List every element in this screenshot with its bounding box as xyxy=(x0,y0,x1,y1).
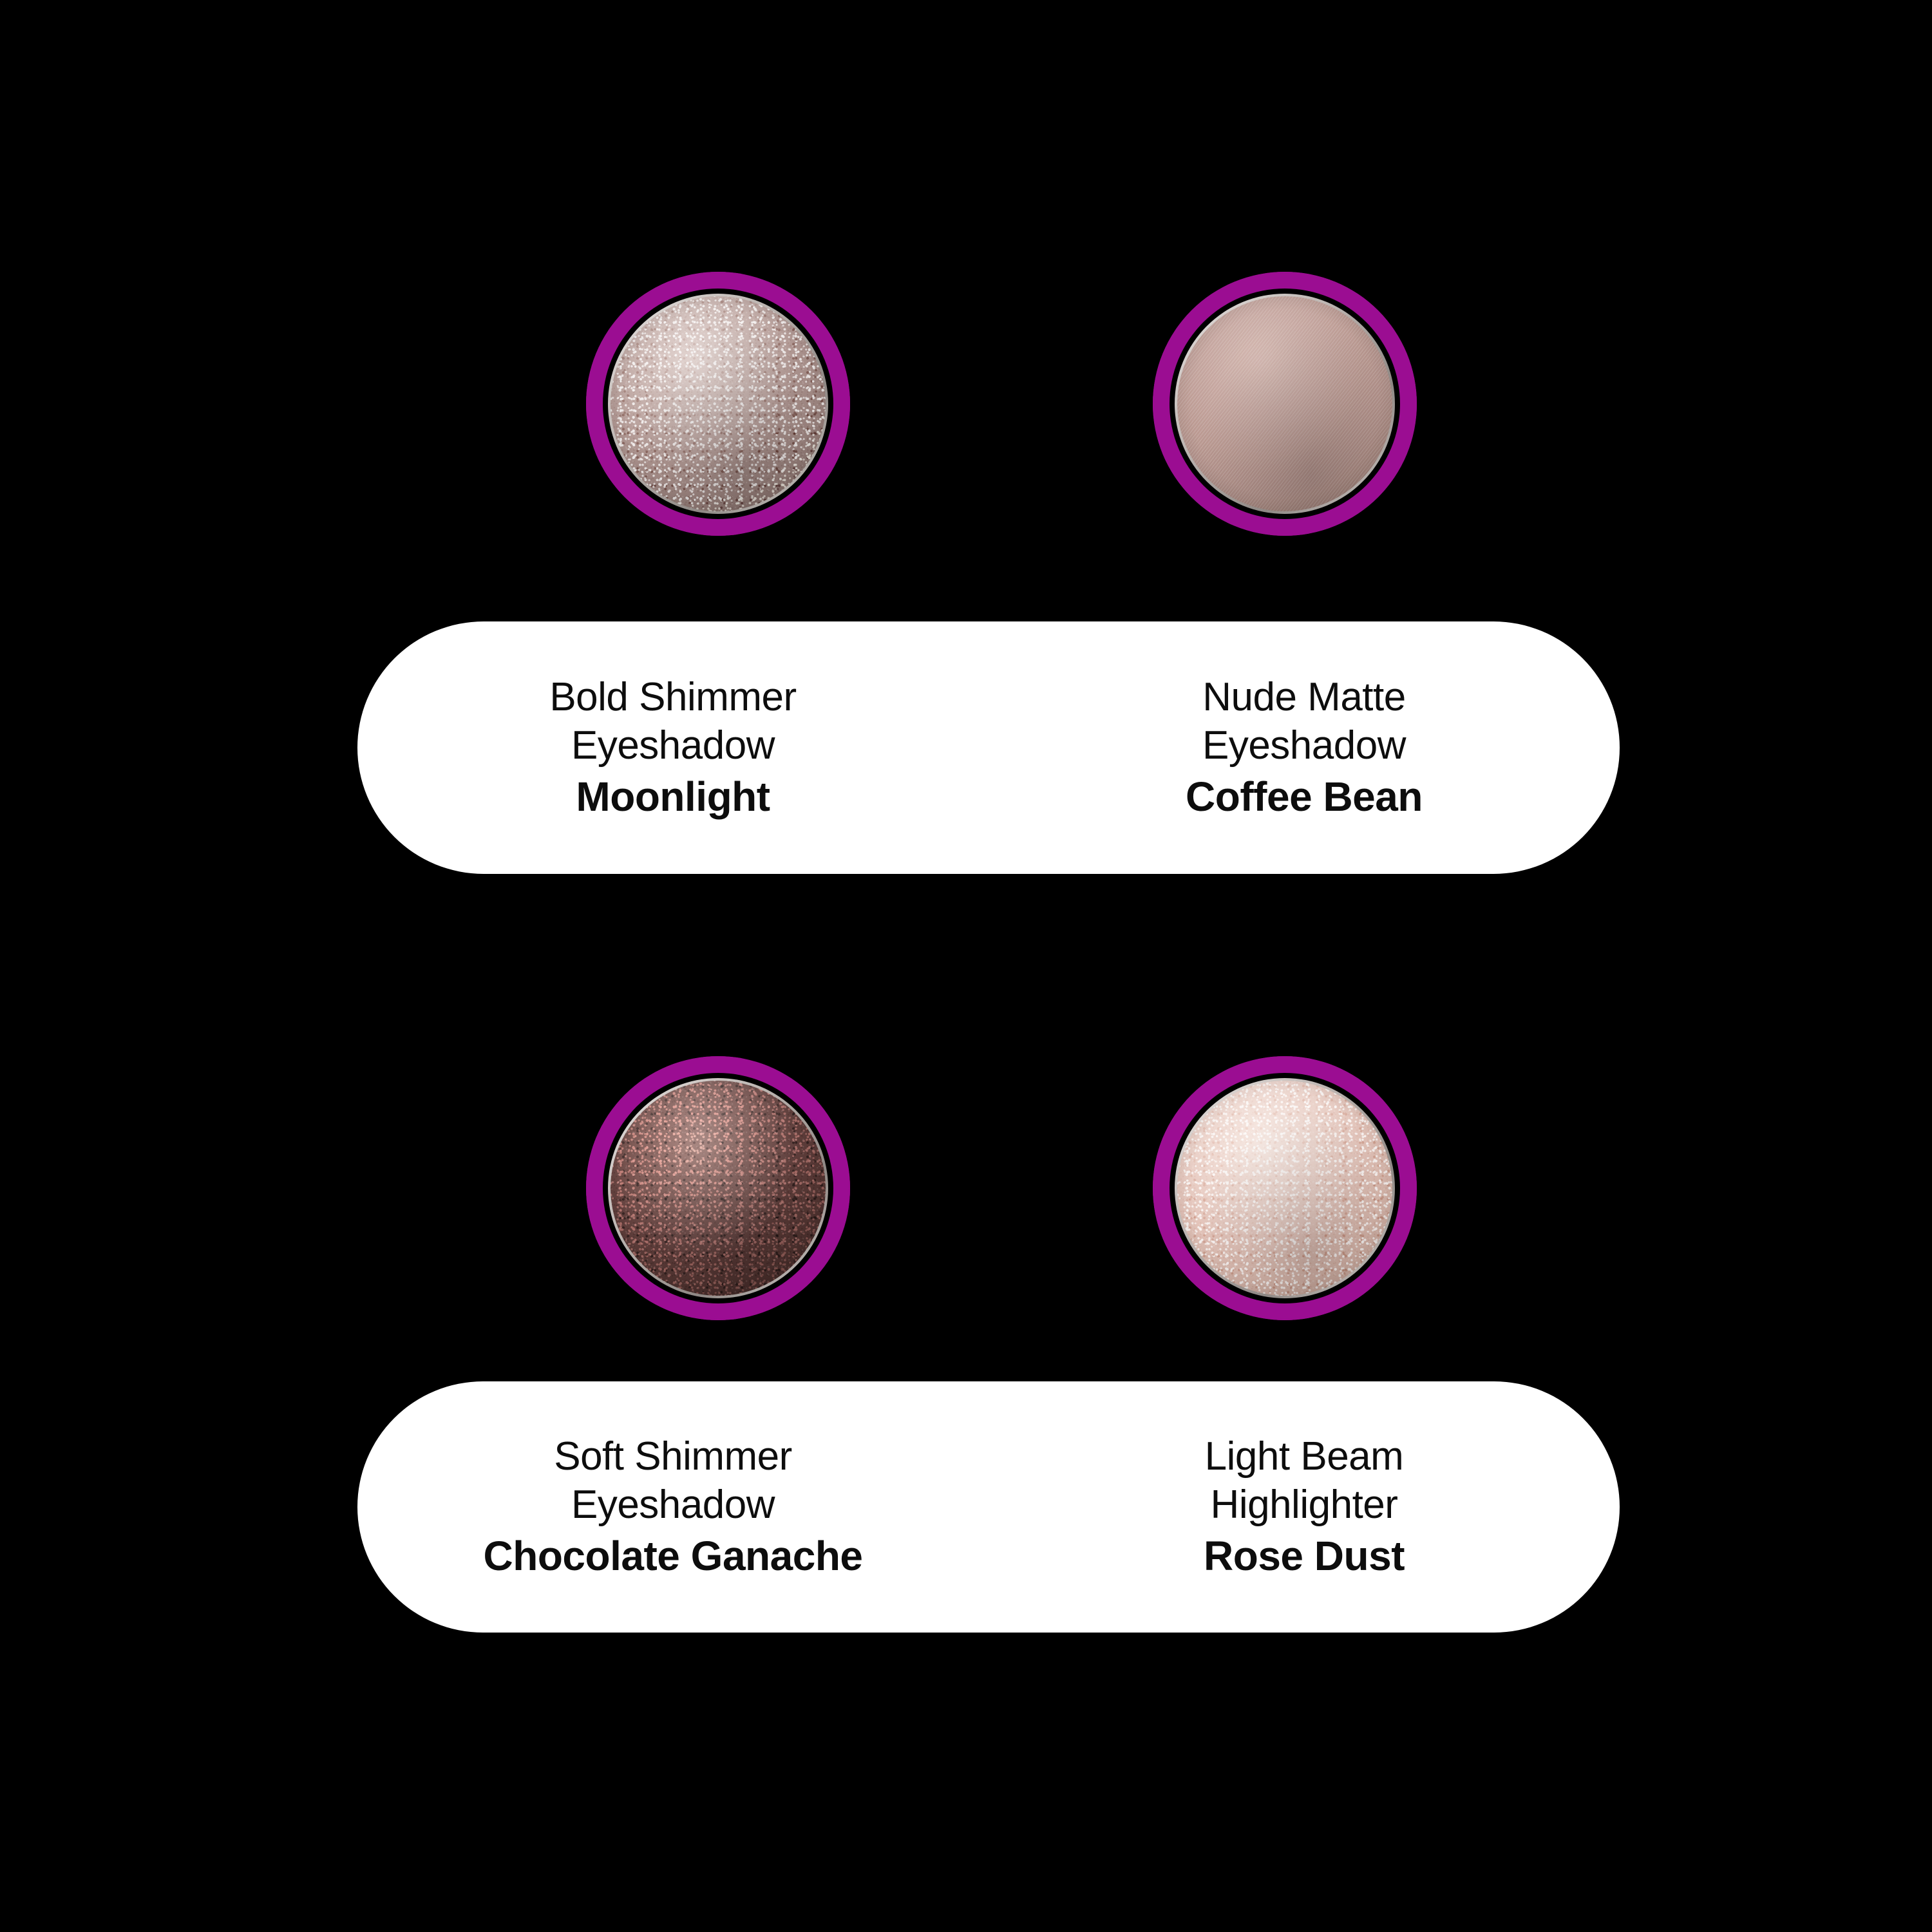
pan-powder-texture xyxy=(611,1081,826,1296)
pan-powder-texture xyxy=(1177,1081,1392,1296)
pan-powder-sheen xyxy=(611,296,826,511)
product-pan-coffee-bean[interactable] xyxy=(1153,272,1417,536)
product-category-line: Eyeshadow xyxy=(1202,723,1406,768)
product-shade-name: Chocolate Ganache xyxy=(483,1532,864,1579)
product-pan-chocolate-ganache[interactable] xyxy=(586,1056,850,1320)
pan-powder-base xyxy=(1177,296,1392,511)
pan-powder-surface xyxy=(611,1081,826,1296)
pan-powder-texture-fine xyxy=(1177,296,1392,511)
pan-powder-surface xyxy=(1177,1081,1392,1296)
pan-powder-surface xyxy=(1177,296,1392,511)
product-label-chocolate-ganache: Soft Shimmer Eyeshadow Chocolate Ganache xyxy=(357,1433,989,1581)
product-shade-name: Rose Dust xyxy=(1204,1532,1405,1579)
product-category-line: Eyeshadow xyxy=(571,723,775,768)
product-shade-name: Moonlight xyxy=(576,773,770,820)
pan-powder-texture xyxy=(611,296,826,511)
product-category-line: Highlighter xyxy=(1210,1482,1398,1527)
pan-powder-texture xyxy=(1177,296,1392,511)
pan-powder-texture-fine xyxy=(611,1081,826,1296)
pan-powder-texture-fine xyxy=(611,296,826,511)
product-shade-name: Coffee Bean xyxy=(1186,773,1423,820)
pan-powder-sheen xyxy=(1177,1081,1392,1296)
product-label-moonlight: Bold Shimmer Eyeshadow Moonlight xyxy=(357,674,989,822)
product-finish-line: Light Beam xyxy=(1204,1434,1404,1479)
product-pan-rose-dust[interactable] xyxy=(1153,1056,1417,1320)
product-pan-moonlight[interactable] xyxy=(586,272,850,536)
pan-powder-surface xyxy=(611,296,826,511)
product-label-coffee-bean: Nude Matte Eyeshadow Coffee Bean xyxy=(989,674,1620,822)
product-finish-line: Bold Shimmer xyxy=(549,675,797,720)
product-label-pill-row-2: Soft Shimmer Eyeshadow Chocolate Ganache… xyxy=(357,1381,1620,1633)
product-finish-line: Soft Shimmer xyxy=(554,1434,792,1479)
product-label-pill-row-1: Bold Shimmer Eyeshadow Moonlight Nude Ma… xyxy=(357,621,1620,874)
product-finish-line: Nude Matte xyxy=(1202,675,1406,720)
pan-powder-sheen xyxy=(1177,296,1392,511)
product-label-rose-dust: Light Beam Highlighter Rose Dust xyxy=(989,1433,1620,1581)
pan-powder-sheen xyxy=(611,1081,826,1296)
pan-powder-texture-fine xyxy=(1177,1081,1392,1296)
product-category-line: Eyeshadow xyxy=(571,1482,775,1527)
